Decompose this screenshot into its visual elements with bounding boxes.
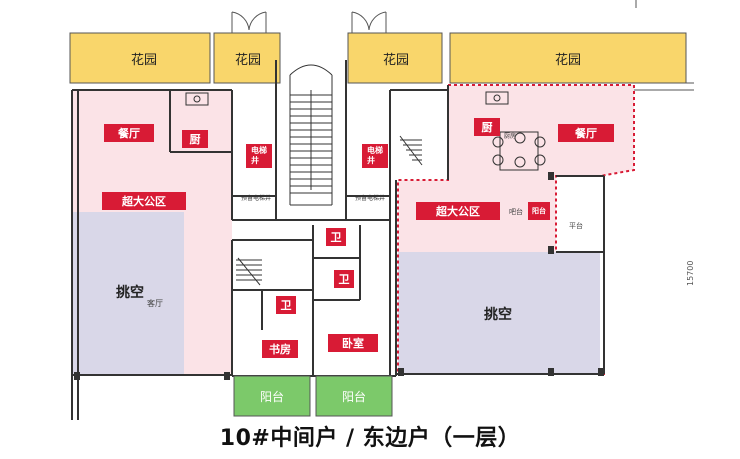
small-stair [236, 257, 262, 286]
balcony-label-1: 阳台 [259, 389, 284, 404]
elevator-right-label: 电梯 井 [362, 144, 388, 168]
kitchen-left-label: 厨 [182, 130, 208, 148]
dimension-label: 15700 [686, 260, 695, 286]
garden-label-3: 花园 [382, 52, 409, 68]
shaft-left-note: 预留电梯井 [240, 194, 271, 202]
right-living-zone [398, 85, 634, 252]
plan-caption: 10#中间户 / 东边户（一层） [219, 426, 521, 451]
kitchen-right-label: 厨 [474, 118, 500, 136]
right-dotted-outline [397, 84, 635, 375]
living-left-label: 超大公区 [102, 192, 186, 210]
platform-label: 平台 [569, 222, 583, 230]
dining-right-label: 餐厅 [558, 124, 614, 142]
top-doors [231, 0, 637, 33]
sink-fixtures [185, 91, 509, 106]
left-void-zone [72, 212, 184, 374]
balcony-red-label: 阳台 [528, 202, 550, 220]
garden-label-1: 花园 [130, 52, 157, 68]
bath-3-label: 卫 [276, 296, 296, 314]
balcony-area-2 [315, 375, 393, 417]
right-stair [399, 135, 423, 166]
columns [74, 172, 604, 380]
bar-label: 吧台 [509, 208, 523, 216]
right-void-zone [398, 252, 600, 374]
balcony-area-1 [233, 375, 311, 417]
shaft-right-note: 预留电梯井 [354, 194, 385, 202]
elevator-left-label: 电梯 井 [246, 144, 272, 168]
dining-table [492, 131, 546, 171]
void-left-label: 挑空 [116, 285, 144, 301]
bedroom-label: 卧室 [328, 334, 378, 352]
garden-area-2 [213, 32, 281, 84]
void-right-label: 挑空 [484, 307, 512, 323]
garden-area-3 [347, 32, 443, 84]
balcony-label-2: 阳台 [341, 389, 366, 404]
bath-2-label: 卫 [334, 270, 354, 288]
garden-label-4: 花园 [554, 52, 581, 68]
garden-area-1 [69, 32, 211, 84]
garden-label-2: 花园 [234, 52, 261, 68]
void-left-note: 客厅 [147, 298, 163, 308]
stair-steps [290, 94, 332, 194]
kitchen-small-note: 厨房 [503, 132, 516, 140]
garden-area-4 [449, 32, 687, 84]
central-stair [289, 64, 333, 206]
dining-left-label: 餐厅 [104, 124, 154, 142]
living-right-label: 超大公区 [416, 202, 500, 220]
walls [71, 60, 605, 420]
study-label: 书房 [262, 340, 298, 358]
bath-1-label: 卫 [326, 228, 346, 246]
